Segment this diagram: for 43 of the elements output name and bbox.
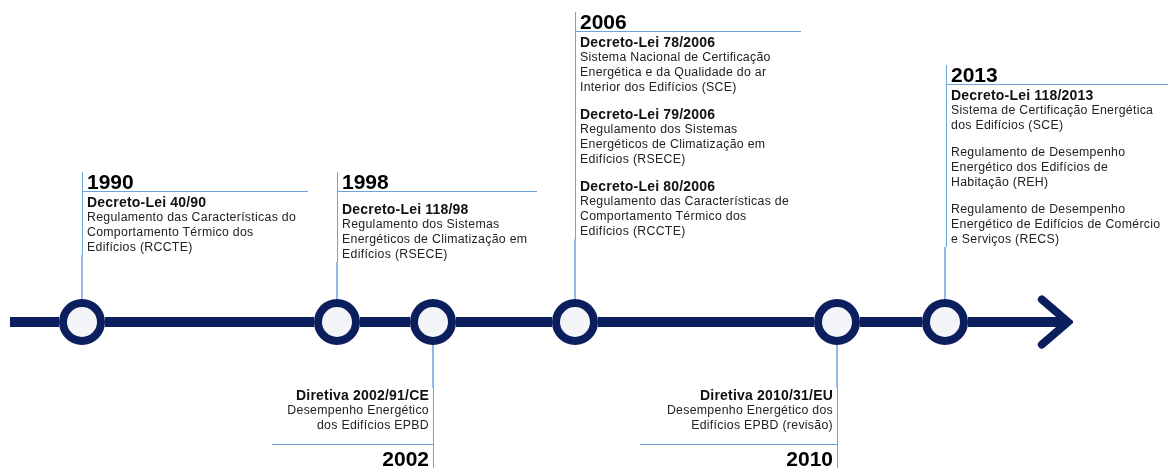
description-text: Regulamento de Desempenho Energético dos Edifícios de Habitação (REH) (950, 145, 1127, 190)
year-label: 2002 (381, 449, 430, 468)
decree-title: Decreto-Lei 118/2013 (950, 88, 1095, 103)
year-label: 1998 (341, 172, 390, 191)
timeline-milestone-circle (814, 299, 860, 345)
description-text: Regulamento das Características de Comportamento Térmico dos Edifícios (RCCTE) (579, 194, 791, 239)
timeline-milestone-circle (552, 299, 598, 345)
description-text: Regulamento dos Sistemas Energéticos de Climatização em Edifícios (RSECE) (341, 217, 529, 262)
year-label: 2006 (579, 12, 628, 31)
timeline-line (105, 317, 314, 327)
description-text: Desempenho Energético dos Edifícios EPBD (revisão) (665, 403, 834, 433)
event-panel (337, 172, 537, 262)
decree-title: Diretiva 2010/31/EU (699, 388, 834, 403)
timeline-line (360, 317, 410, 327)
event-panel (946, 65, 1168, 247)
timeline-line (10, 317, 59, 327)
description-text: Sistema Nacional de Certificação Energética e da Qualidade do ar Interior dos Edifícios (SCE) (579, 50, 772, 95)
decree-title: Decreto-Lei 80/2006 (579, 179, 717, 194)
timeline-line (968, 295, 1073, 349)
description-text: Desempenho Energético dos Edifícios EPBD (286, 403, 430, 433)
decree-title: Decreto-Lei 79/2006 (579, 107, 717, 122)
year-label: 2010 (785, 449, 834, 468)
description-text: Sistema de Certificação Energética dos Edifícios (SCE) (950, 103, 1155, 133)
decree-title: Decreto-Lei 118/98 (341, 202, 470, 217)
description-text: Regulamento dos Sistemas Energéticos de Climatização em Edifícios (RSECE) (579, 122, 767, 167)
timeline-milestone-circle (314, 299, 360, 345)
description-text: Regulamento de Desempenho Energético de Edifícios de Comércio e Serviços (RECS) (950, 202, 1162, 247)
year-label: 2013 (950, 65, 999, 84)
timeline-milestone-circle (59, 299, 105, 345)
timeline-line (456, 317, 552, 327)
event-panel (272, 388, 434, 468)
timeline-line (598, 317, 814, 327)
timeline-milestone-circle (922, 299, 968, 345)
timeline-milestone-circle (410, 299, 456, 345)
decree-title: Decreto-Lei 78/2006 (579, 35, 717, 50)
year-label: 1990 (86, 172, 135, 191)
decree-title: Diretiva 2002/91/CE (295, 388, 430, 403)
event-panel (82, 172, 308, 255)
decree-title: Decreto-Lei 40/90 (86, 195, 208, 210)
event-panel (575, 12, 801, 239)
description-text: Regulamento das Características do Comportamento Térmico dos Edifícios (RCCTE) (86, 210, 298, 255)
event-panel (640, 388, 838, 468)
timeline-line (860, 317, 922, 327)
